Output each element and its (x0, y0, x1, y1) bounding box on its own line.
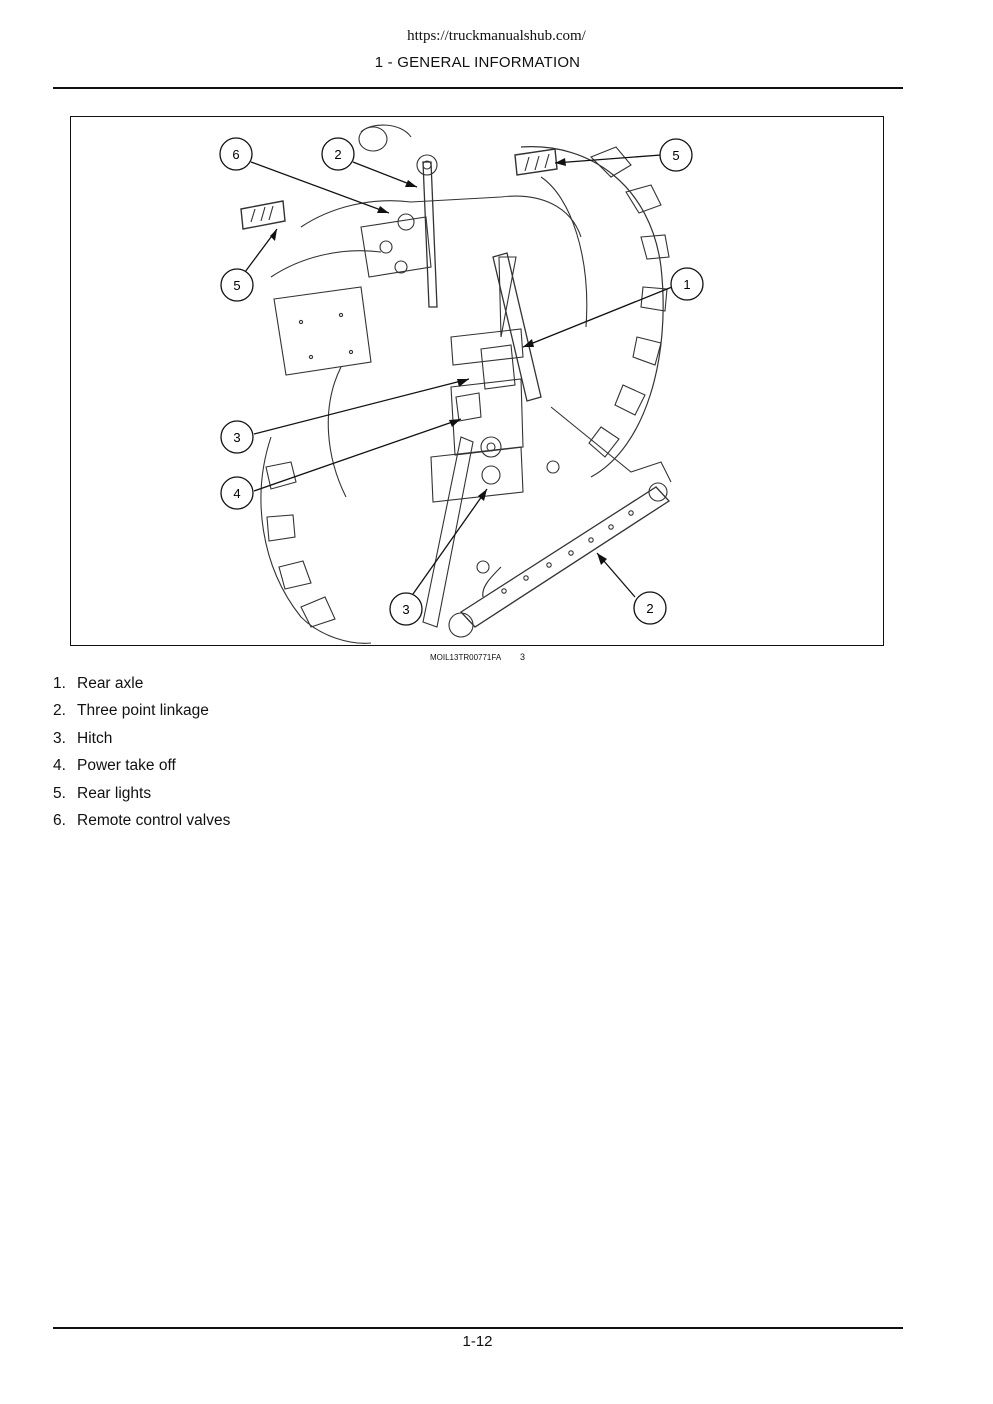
callout-label: 5 (672, 148, 679, 163)
callout-label: 2 (646, 601, 653, 616)
callout: 6 (219, 137, 253, 171)
legend-item: 4. Power take off (53, 756, 230, 783)
callout: 1 (670, 267, 704, 301)
page-number: 1-12 (462, 1333, 493, 1350)
callout-label: 3 (402, 602, 409, 617)
legend-label: Rear axle (77, 675, 144, 692)
legend-list: 1. Rear axle 2. Three point linkage 3. Hitc… (53, 674, 230, 838)
legend-label: Three point linkage (77, 702, 209, 720)
callout-label: 5 (233, 278, 240, 293)
callout-label: 3 (233, 430, 240, 445)
callouts: 6 2 5 5 1 3 4 (219, 137, 704, 626)
callout-label: 2 (334, 147, 341, 162)
legend-item: 3. Hitch (53, 729, 230, 756)
legend-label: Remote control valves (77, 811, 231, 829)
legend-number: 3. (53, 729, 66, 747)
tractor-linework (240, 124, 672, 644)
illustration-drawing: 6 2 5 5 1 3 4 (219, 124, 704, 644)
legend-number: 4. (53, 757, 66, 775)
legend-item: 1. Rear axle (53, 674, 230, 701)
section-title: 1 - GENERAL INFORMATION (374, 54, 581, 71)
legend-number: 5. (53, 784, 66, 802)
callout-label: 6 (232, 147, 239, 162)
legend-item: 5. Rear lights (53, 784, 230, 811)
header-rule (53, 87, 903, 89)
legend-label: Hitch (77, 729, 113, 747)
footer-rule (53, 1327, 903, 1329)
legend-number: 2. (53, 702, 66, 720)
callout-label: 1 (683, 277, 690, 292)
callout: 5 (220, 268, 254, 302)
callout-label: 4 (233, 486, 240, 501)
callout: 2 (633, 591, 667, 625)
legend-item: 6. Remote control valves (53, 811, 230, 838)
figure-number: 3 (520, 652, 526, 662)
legend-item: 2. Three point linkage (53, 701, 230, 728)
callout: 2 (321, 137, 355, 171)
leader-lines (244, 154, 673, 598)
callout: 5 (659, 138, 693, 172)
legend-label: Rear lights (77, 784, 152, 802)
callout: 3 (220, 420, 254, 454)
leader-arrowheads (270, 158, 607, 565)
legend-label: Power take off (77, 757, 176, 775)
source-url: https://truckmanualshub.com/ (407, 28, 586, 44)
callout: 3 (389, 592, 423, 626)
figure-code: MOIL13TR00771FA (430, 653, 502, 662)
tractor-rear-illustration: 6 2 5 5 1 3 4 (70, 116, 884, 646)
legend-number: 6. (53, 811, 66, 829)
legend-number: 1. (53, 675, 66, 692)
callout: 4 (220, 476, 254, 510)
